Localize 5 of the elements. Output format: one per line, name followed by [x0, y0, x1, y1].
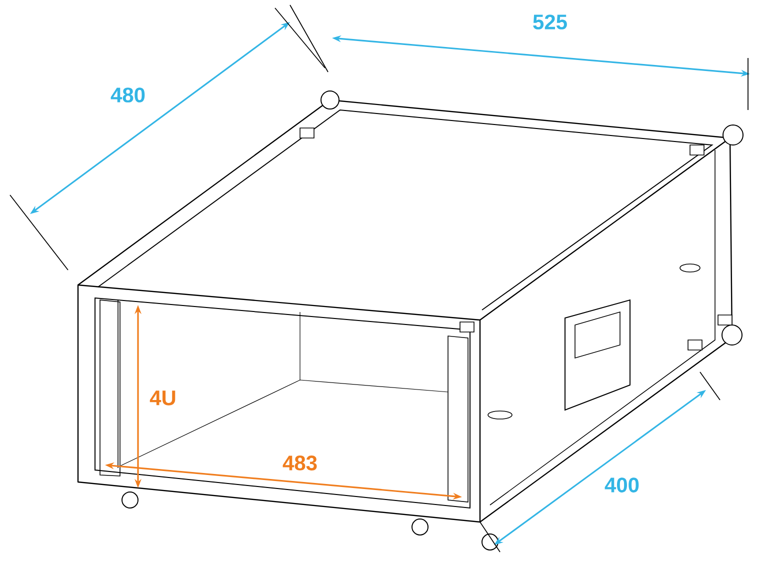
dimension-label: 4U — [150, 390, 176, 406]
dimension-label: 400 — [604, 478, 639, 492]
dimension-label: 525 — [533, 14, 567, 30]
dimension-label: 483 — [282, 456, 317, 470]
dimension-label: 480 — [110, 88, 145, 102]
